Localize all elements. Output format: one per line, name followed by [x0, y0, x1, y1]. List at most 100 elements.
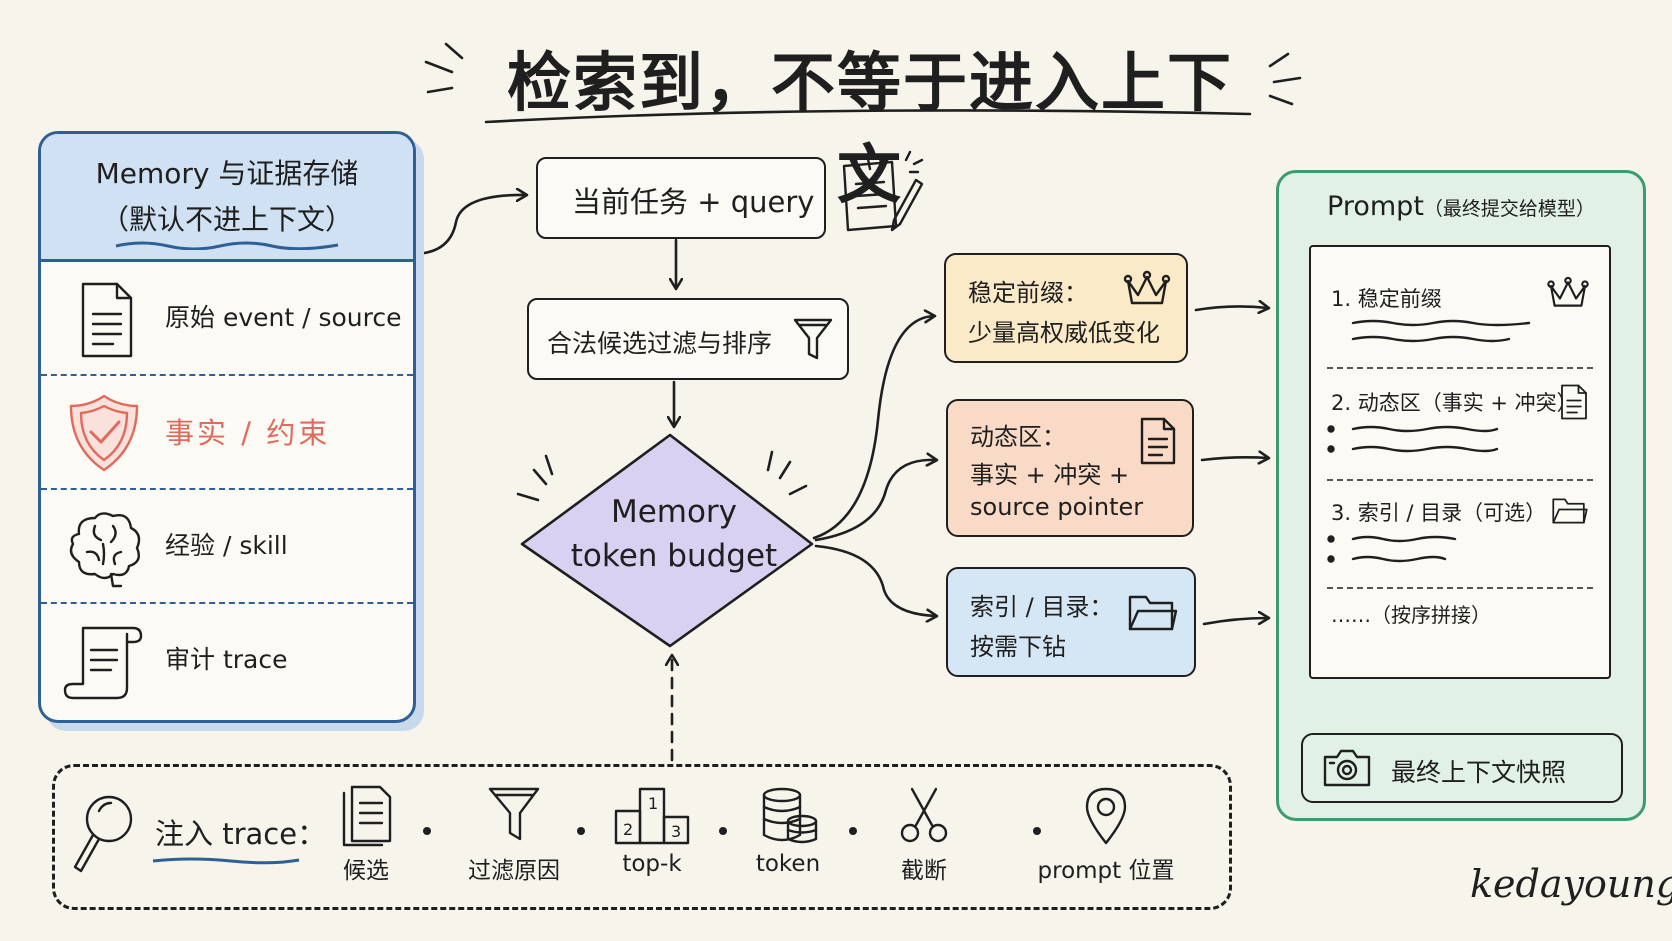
title-spark-left — [424, 42, 464, 94]
prompt-title-main: Prompt — [1327, 191, 1424, 222]
memory-row-label: 经验 / skill — [165, 531, 288, 560]
memory-row-label: 原始 event / source — [165, 303, 402, 332]
camera-icon — [1323, 749, 1371, 787]
candidate-filter-label: 合法候选过滤与排序 — [547, 329, 773, 358]
subtitle-squiggle — [115, 241, 339, 250]
memory-panel-title: Memory 与证据存储 — [95, 157, 359, 190]
title-spark-right — [1268, 52, 1302, 106]
svg-text:2: 2 — [623, 820, 633, 839]
arrow-budget-to-dynamic — [814, 460, 936, 542]
prompt-panel: Prompt（最终提交给模型） 1. 稳定前缀 2. 动态区（事实 + 冲突） — [1276, 170, 1646, 821]
funnel-icon — [793, 318, 833, 360]
dynamic-zone-block: 动态区： 事实 + 冲突 + source pointer — [946, 399, 1194, 537]
trace-item-label: token — [755, 851, 821, 877]
location-pin-icon — [1085, 787, 1127, 845]
prompt-section-4: ……（按序拼接） — [1331, 603, 1491, 627]
page-title: 检索到，不等于进入上下文 — [507, 47, 1233, 213]
memory-store-panel: Memory 与证据存储 （默认不进上下文） 原始 event / source… — [38, 131, 416, 723]
memory-panel-subtitle: （默认不进上下文） — [100, 203, 353, 236]
trace-bar: 注入 trace： 候选 过滤原因 1 2 3 t — [52, 764, 1232, 910]
podium-icon: 1 2 3 — [614, 787, 690, 845]
document-icon — [81, 282, 133, 358]
dynamic-zone-line2: 事实 + 冲突 + — [970, 461, 1130, 489]
index-directory-title: 索引 / 目录： — [970, 593, 1114, 621]
magnifier-icon — [73, 795, 133, 873]
separator-dot — [849, 827, 857, 835]
trace-item-prompt-position: prompt 位置 — [1021, 783, 1191, 885]
memory-row-source: 原始 event / source — [41, 262, 413, 376]
final-context-snapshot-box: 最终上下文快照 — [1301, 733, 1623, 803]
dynamic-zone-title: 动态区： — [970, 423, 1066, 451]
prompt-section-2: 2. 动态区（事实 + 冲突） — [1331, 391, 1578, 415]
trace-item-top-k: 1 2 3 top-k — [587, 783, 717, 877]
folder-icon — [1128, 595, 1178, 631]
shield-check-icon — [69, 394, 139, 472]
section-divider — [1327, 479, 1593, 481]
stable-prefix-block: 稳定前缀： 少量高权威低变化 — [944, 253, 1188, 363]
budget-line2: token budget — [570, 538, 778, 574]
separator-dot — [719, 827, 727, 835]
index-directory-block: 索引 / 目录： 按需下钻 — [946, 567, 1196, 677]
memory-row-label: 审计 trace — [165, 645, 288, 674]
bullet-lines — [1327, 535, 1457, 563]
scissors-icon — [900, 787, 948, 843]
bullet-lines — [1327, 425, 1499, 453]
folder-icon — [1552, 498, 1588, 524]
funnel-icon — [488, 787, 540, 841]
prompt-paper-scroll: 1. 稳定前缀 2. 动态区（事实 + 冲突） 3. 索引 / 目录（可选） — [1309, 245, 1611, 679]
trace-item-label: top-k — [622, 851, 682, 877]
trace-lead-label: 注入 trace： — [155, 817, 327, 851]
memory-panel-header: Memory 与证据存储 （默认不进上下文） — [41, 134, 413, 262]
notepad-pencil-icon — [842, 150, 924, 232]
svg-text:3: 3 — [671, 822, 681, 841]
placeholder-lines — [1351, 319, 1531, 343]
final-context-snapshot-label: 最终上下文快照 — [1391, 758, 1567, 787]
separator-dot — [423, 827, 431, 835]
separator-dot — [577, 827, 585, 835]
trace-item-candidates: 候选 — [301, 783, 431, 885]
memory-row-skills: 经验 / skill — [41, 490, 413, 604]
scroll-icon — [63, 626, 143, 700]
separator-dot — [1033, 827, 1041, 835]
section-divider — [1327, 587, 1593, 589]
arrow-budget-to-index — [814, 544, 936, 616]
token-budget-decision: Memory token budget — [560, 490, 788, 578]
crown-icon — [1123, 270, 1171, 305]
candidate-filter-box: 合法候选过滤与排序 — [527, 298, 849, 380]
current-task-box: 当前任务 + query — [536, 157, 826, 239]
trace-item-label: 截断 — [901, 858, 947, 884]
arrow-index-to-prompt — [1202, 618, 1268, 626]
diamond-spark-right — [766, 450, 808, 496]
author-signature: kedayoung — [1470, 862, 1672, 906]
brain-icon — [69, 512, 141, 588]
coin-stack-icon — [762, 787, 818, 844]
svg-text:1: 1 — [648, 794, 658, 813]
diamond-spark-left — [516, 454, 554, 502]
prompt-section-1: 1. 稳定前缀 — [1331, 287, 1442, 311]
budget-line1: Memory — [610, 494, 738, 530]
index-directory-desc: 按需下钻 — [970, 633, 1066, 661]
stable-prefix-desc: 少量高权威低变化 — [968, 319, 1160, 347]
memory-row-audit: 审计 trace — [41, 604, 413, 716]
trace-item-token: token — [723, 783, 853, 877]
arrow-dynamic-to-prompt — [1200, 457, 1268, 460]
section-divider — [1327, 367, 1593, 369]
trace-item-label: prompt 位置 — [1037, 858, 1175, 884]
trace-item-filter-reason: 过滤原因 — [449, 783, 579, 885]
prompt-panel-title: Prompt（最终提交给模型） — [1279, 191, 1643, 222]
arrow-stable-to-prompt — [1194, 306, 1268, 310]
stable-prefix-title: 稳定前缀： — [968, 279, 1088, 307]
document-icon — [1140, 417, 1176, 465]
documents-stack-icon — [342, 785, 392, 847]
trace-lead-underline — [152, 857, 300, 865]
dynamic-zone-line3: source pointer — [970, 493, 1144, 521]
document-icon — [1561, 384, 1587, 420]
memory-row-label: 事实 / 约束 — [165, 416, 331, 450]
crown-icon — [1547, 276, 1589, 307]
trace-item-label: 候选 — [343, 858, 389, 884]
prompt-title-sub: （最终提交给模型） — [1423, 198, 1595, 220]
prompt-section-3: 3. 索引 / 目录（可选） — [1331, 501, 1547, 525]
trace-item-truncate: 截断 — [859, 783, 989, 885]
memory-row-facts: 事实 / 约束 — [41, 376, 413, 490]
